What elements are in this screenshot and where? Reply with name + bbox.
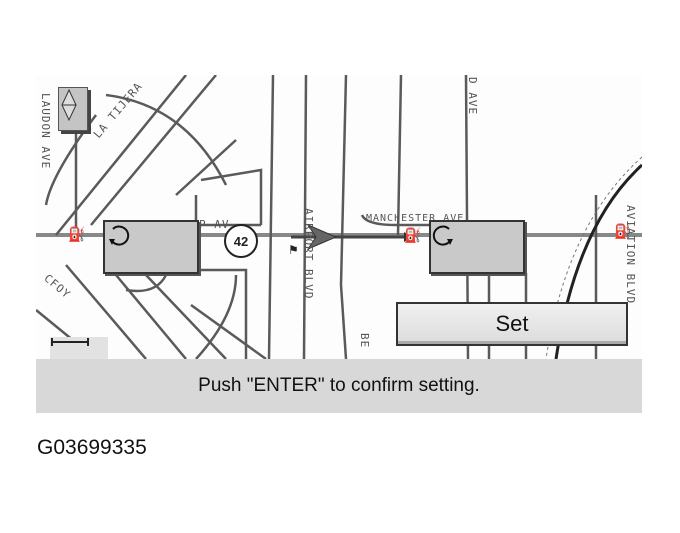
road-label-be: BE xyxy=(358,333,371,349)
rotate-clockwise-button[interactable] xyxy=(429,220,525,274)
gas-station-icon: ⛽ xyxy=(614,223,632,239)
navigation-screen: LAUDON AVE LA TIJERA AIRPORT BLVD MANCHE… xyxy=(36,75,642,413)
rotate-cw-icon xyxy=(432,225,453,246)
compass-icon[interactable] xyxy=(58,87,88,131)
confirm-message: Push "ENTER" to confirm setting. xyxy=(36,359,642,413)
road-label-aviation: AVIATION BLVD xyxy=(624,205,637,305)
road-label-p: P AV xyxy=(199,218,230,231)
road-label-d-ave: D AVE xyxy=(466,77,479,116)
map-scale-icon[interactable] xyxy=(50,337,108,359)
vehicle-position-icon: ⚑ xyxy=(288,243,299,257)
set-button[interactable]: Set xyxy=(396,302,628,346)
rotate-ccw-icon xyxy=(109,225,130,246)
rotate-counterclockwise-button[interactable] xyxy=(103,220,199,274)
figure-id: G03699335 xyxy=(37,436,147,459)
road-label-manchester: MANCHESTER AVE xyxy=(366,213,465,224)
road-label-laudon: LAUDON AVE xyxy=(39,93,52,170)
road-label-airport-blvd: AIRPORT BLVD xyxy=(302,208,315,300)
route-42-badge: 42 xyxy=(224,224,258,258)
gas-station-icon: ⛽ xyxy=(404,227,422,243)
gas-station-icon: ⛽ xyxy=(68,226,86,242)
map-view[interactable]: LAUDON AVE LA TIJERA AIRPORT BLVD MANCHE… xyxy=(36,75,642,359)
